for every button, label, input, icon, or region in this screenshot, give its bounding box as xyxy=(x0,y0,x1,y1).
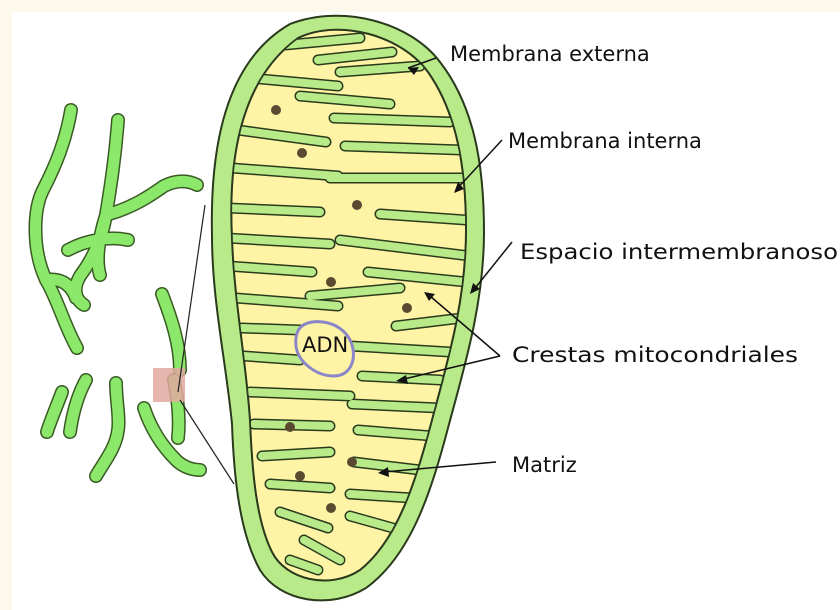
inner-membrane-label: Membrana interna xyxy=(508,129,702,153)
intermembrane-space-label: Espacio intermembranoso xyxy=(520,240,838,264)
matrix-label: Matriz xyxy=(512,453,577,477)
outer-membrane-label: Membrana externa xyxy=(450,42,650,66)
mitochondrial-network xyxy=(35,110,200,476)
cristae-label: Crestas mitocondriales xyxy=(512,343,798,367)
dna-label: ADN xyxy=(302,333,348,357)
